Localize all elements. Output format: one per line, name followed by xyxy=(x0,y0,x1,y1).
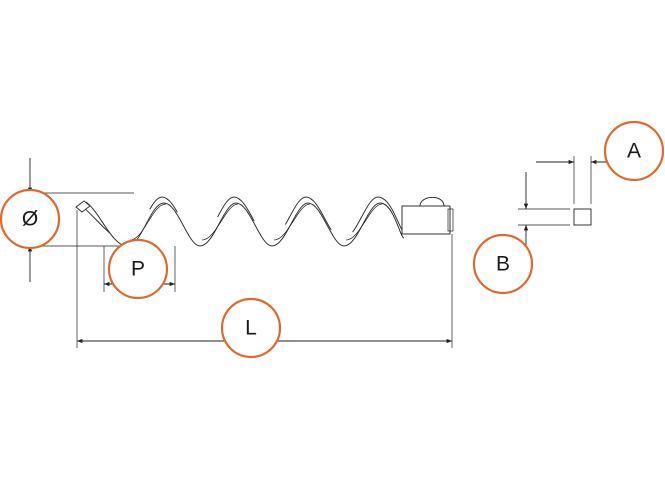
shaft-collar xyxy=(419,196,445,207)
callout-width: A xyxy=(603,120,665,182)
callout-length: L xyxy=(220,297,282,359)
shaft-section-square xyxy=(573,208,592,226)
label-width: A xyxy=(627,140,641,163)
label-diameter: Ø xyxy=(22,208,38,231)
shaft-end xyxy=(447,208,454,232)
label-pitch: P xyxy=(131,258,145,281)
label-height: B xyxy=(496,253,510,276)
auger-coil xyxy=(75,196,454,247)
shaft-block xyxy=(401,205,451,235)
coil-inner-edge xyxy=(129,203,383,241)
shaft-section xyxy=(518,156,628,262)
callout-diameter: Ø xyxy=(0,188,61,250)
callout-pitch: P xyxy=(107,238,169,300)
callout-height: B xyxy=(472,233,534,295)
coil-tip xyxy=(75,200,91,213)
label-length: L xyxy=(245,317,257,340)
